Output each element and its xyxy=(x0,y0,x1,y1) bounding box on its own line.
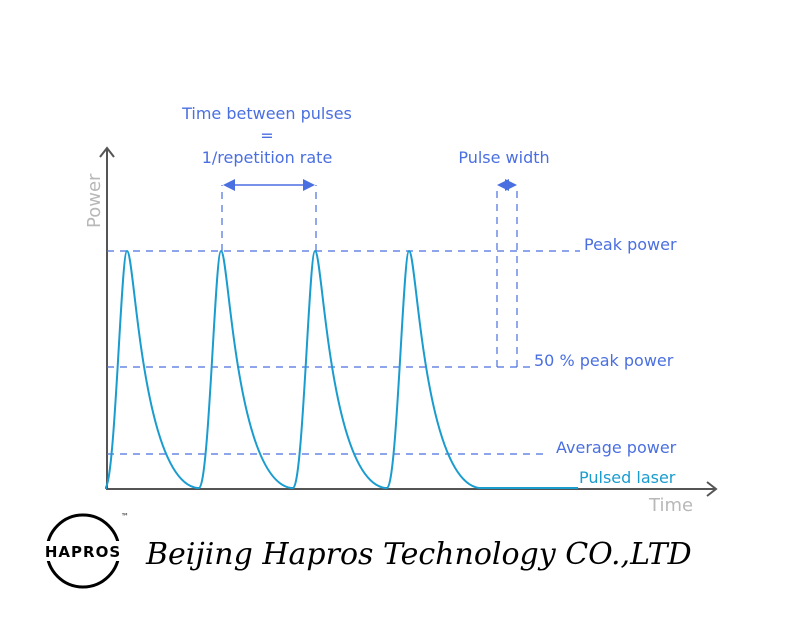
y-axis-label: Power xyxy=(84,173,105,228)
logo-text: HAPROS xyxy=(45,543,121,561)
time-between-pulses-label: Time between pulses xyxy=(181,104,352,123)
equals-label: = xyxy=(260,126,273,145)
x-axis-label: Time xyxy=(648,495,693,516)
period-annotation: Time between pulses = 1/repetition rate xyxy=(181,104,352,167)
average-power-label: Average power xyxy=(556,438,677,457)
half-peak-power-label: 50 % peak power xyxy=(534,351,674,370)
y-axis-arrow xyxy=(99,146,115,158)
company-name: Beijing Hapros Technology CO.,LTD xyxy=(146,537,692,572)
repetition-rate-label: 1/repetition rate xyxy=(202,148,333,167)
x-axis-arrow xyxy=(706,481,718,497)
axes xyxy=(99,146,718,497)
peak-power-label: Peak power xyxy=(584,235,677,254)
pulse-width-label: Pulse width xyxy=(458,148,549,167)
trademark-mark: ™ xyxy=(121,512,129,521)
pulsed-laser-curve xyxy=(104,249,578,489)
hapros-logo: HAPROS ™ xyxy=(38,512,129,589)
pulsed-laser-label: Pulsed laser xyxy=(579,468,676,487)
